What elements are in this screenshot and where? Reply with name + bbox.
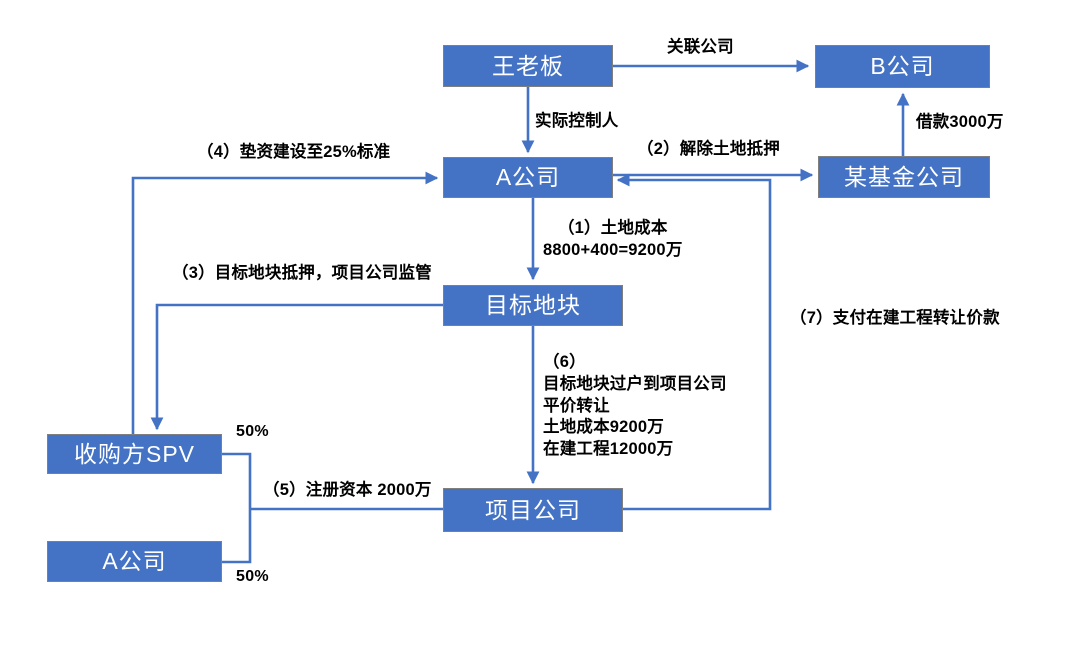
node-project-company[interactable]: 项目公司: [443, 488, 623, 532]
node-company-a-label: A公司: [495, 164, 561, 190]
connector-step4: [131, 171, 439, 440]
edge-label-loan-amount: 借款3000万: [916, 113, 1004, 131]
node-target-land-label: 目标地块: [485, 292, 581, 318]
node-project-company-label: 项目公司: [485, 496, 581, 523]
connector-step3: [150, 303, 443, 431]
edge-label-step-2: （2）解除土地抵押: [637, 140, 780, 158]
node-fund-label: 某基金公司: [844, 163, 964, 190]
node-fund[interactable]: 某基金公司: [818, 156, 990, 198]
edge-label-step-7: （7）支付在建工程转让价款: [790, 309, 1000, 327]
node-spv[interactable]: 收购方SPV: [47, 434, 222, 474]
connector-step5-bracket: [222, 452, 252, 564]
node-spv-label: 收购方SPV: [73, 440, 196, 467]
edge-label-actual-controller: 实际控制人: [535, 112, 619, 130]
node-company-a2-label: A公司: [102, 548, 167, 574]
edge-label-related-company: 关联公司: [667, 38, 734, 56]
edge-label-step-3: （3）目标地块抵押，项目公司监管: [172, 264, 432, 282]
edge-label-step-5: （5）注册资本 2000万: [263, 481, 432, 499]
node-company-a2[interactable]: A公司: [47, 541, 222, 582]
node-boss[interactable]: 王老板: [443, 45, 613, 87]
label-spv-share: 50%: [236, 423, 269, 440]
node-company-a[interactable]: A公司: [443, 157, 613, 198]
label-a2-share: 50%: [236, 568, 269, 585]
edge-label-step-1: （1）土地成本 8800+400=9200万: [543, 219, 683, 259]
edge-label-step-4: （4）垫资建设至25%标准: [197, 143, 391, 161]
node-company-b-label: B公司: [870, 53, 935, 79]
node-boss-label: 王老板: [492, 52, 564, 79]
node-target-land[interactable]: 目标地块: [443, 285, 623, 326]
edge-label-step-6: （6） 目标地块过户到项目公司 平价转让 土地成本9200万 在建工程12000…: [543, 353, 727, 459]
node-company-b[interactable]: B公司: [815, 45, 990, 88]
